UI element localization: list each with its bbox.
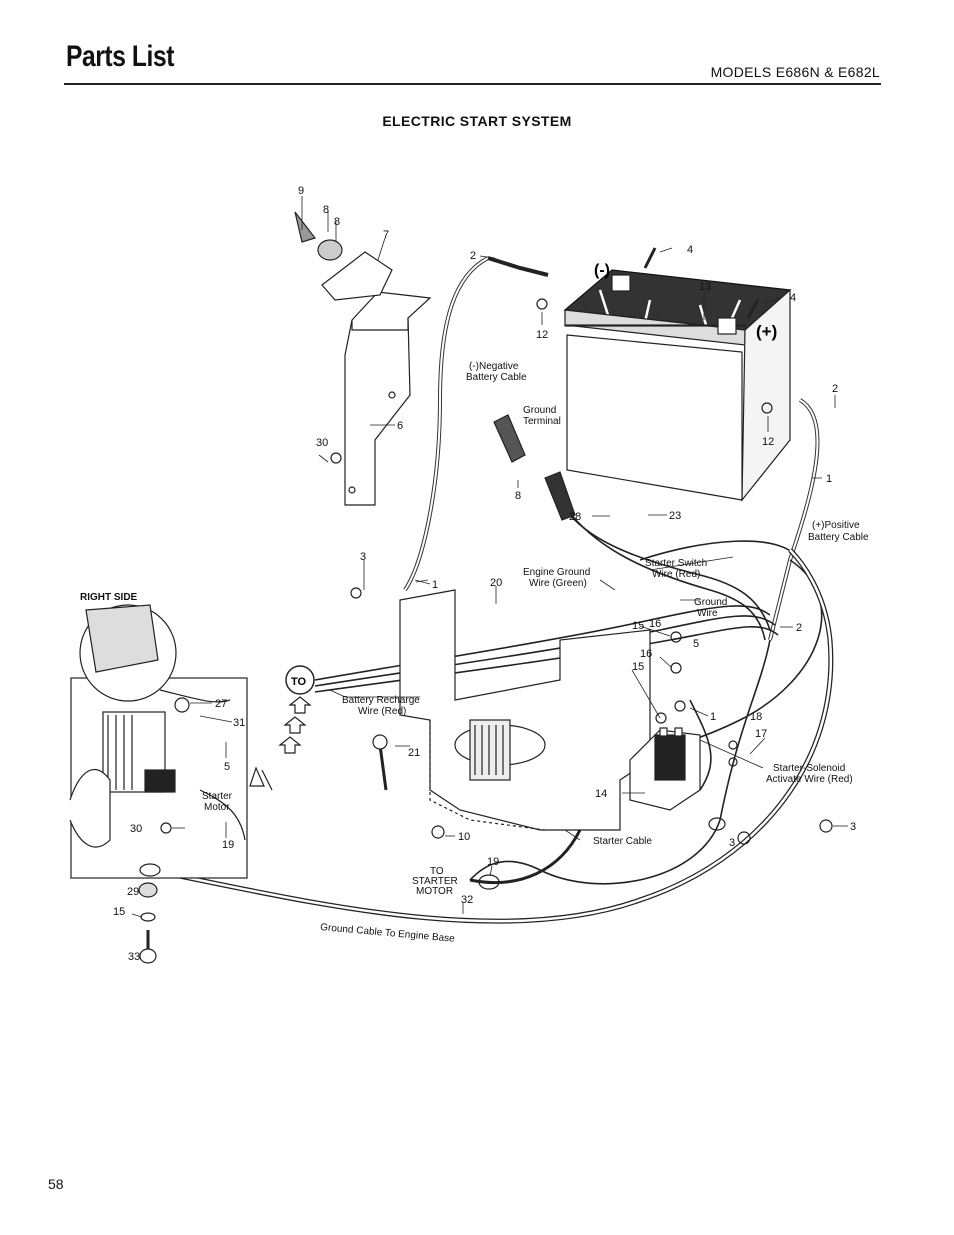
starter-switch-label-2: Wire (Red) [652,569,700,580]
part-15-a: 15 [632,620,644,632]
part-23: 23 [669,510,681,522]
mounting-base [399,589,651,831]
engine-ground-label-2: Wire (Green) [529,578,587,589]
part-10: 10 [458,831,470,843]
part-17: 17 [755,728,767,740]
engine-ground-label-1: Engine Ground [523,567,590,578]
neg-cable-label-2: Battery Cable [466,372,527,383]
part-14: 14 [595,788,607,800]
part-12-b: 12 [762,436,774,448]
part-28: 28 [569,511,581,523]
part-30-b: 30 [130,823,142,835]
part-1-a: 1 [826,473,832,485]
part-9: 9 [298,185,304,197]
part-18: 18 [750,711,762,723]
part-16-a: 16 [649,618,661,630]
to-badge-circle [285,665,315,695]
part-31: 31 [233,717,245,729]
page-number: 58 [48,1176,64,1192]
to-badge: TO [291,676,307,688]
part-1-b: 1 [432,579,438,591]
solenoid-label-2: Activate Wire (Red) [766,774,853,785]
part-8-c: 8 [515,490,521,502]
part-29: 29 [127,886,139,898]
pos-cable-label-1: (+)Positive [812,520,860,531]
part-2-b: 2 [832,383,838,395]
solenoid-label-1: Starter-Solenoid [773,763,845,774]
part-3-c: 3 [850,821,856,833]
part-7: 7 [383,229,389,241]
key-switch-assembly [294,211,393,301]
to-starter-label-1: TO [430,866,444,877]
pos-cable-label-2: Battery Cable [808,532,869,543]
battery-recharge-label-1: Battery Recharge [342,695,420,706]
part-3-b: 3 [729,837,735,849]
starter-motor-label-2: Motor [204,802,230,813]
ground-wire-label-1: Ground [694,597,727,608]
to-starter-label-3: MOTOR [416,886,453,897]
neg-cable-label-1: (-)Negative [469,361,519,372]
part-4-b: 4 [790,292,796,304]
part-2-a: 2 [470,250,476,262]
starter-switch-label-1: Starter Switch [645,558,707,569]
models-label: MODELS E686N & E682L [710,64,880,80]
starter-solenoid [629,727,701,811]
ground-terminal-label-2: Terminal [523,416,561,427]
part-15-b: 15 [632,661,644,673]
section-title: ELECTRIC START SYSTEM [382,113,572,129]
part-20: 20 [490,577,502,589]
starter-cable-label: Starter Cable [593,836,652,847]
battery [563,269,792,502]
part-13: 13 [699,281,711,293]
battery-negative-terminal: (-) [594,262,610,279]
part-27: 27 [215,698,227,710]
ground-terminal-label-1: Ground [523,405,556,416]
starter-cable [469,829,582,885]
part-2-c: 2 [796,622,802,634]
header-rule [64,83,881,85]
part-32: 32 [461,894,473,906]
battery-recharge-label-2: Wire (Red) [358,706,406,717]
part-30-a: 30 [316,437,328,449]
ground-cable-label: Ground Cable To Engine Base [320,922,456,945]
part-3-a: 3 [360,551,366,563]
part-19-b: 19 [222,839,234,851]
part-4-a: 4 [687,244,693,256]
mounting-bracket [344,291,432,506]
part-12-a: 12 [536,329,548,341]
page-title: Parts List [66,40,175,73]
part-1-c: 1 [710,711,716,723]
inset-title: RIGHT SIDE [80,592,138,603]
part-8-a: 8 [323,204,329,216]
part-19-a: 19 [487,856,499,868]
part-21: 21 [408,747,420,759]
ground-wire-label-2: Wire [697,608,718,619]
part-8-b: 8 [334,216,340,228]
part-33: 33 [128,951,140,963]
battery-positive-terminal: (+) [756,322,777,341]
to-starter-label-2: STARTER [412,876,458,887]
part-5-b: 5 [224,761,230,773]
part-6: 6 [397,420,403,432]
starter-motor-label-1: Starter [202,791,233,802]
part-15-c: 15 [113,906,125,918]
part-16-b: 16 [640,648,652,660]
part-5-a: 5 [693,638,699,650]
